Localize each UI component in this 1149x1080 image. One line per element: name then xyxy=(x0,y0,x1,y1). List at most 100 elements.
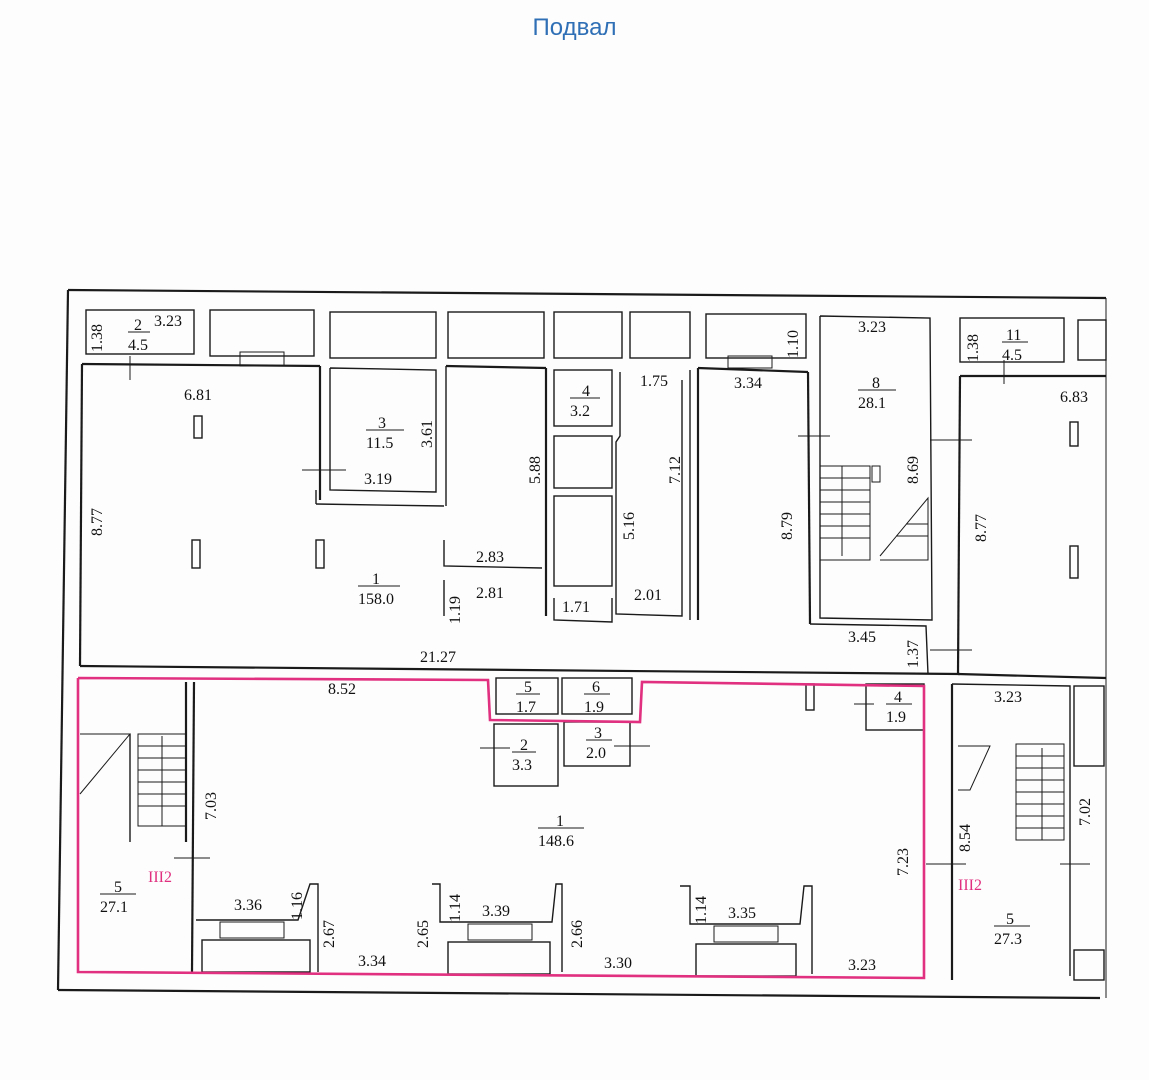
svg-text:3.34: 3.34 xyxy=(358,953,386,970)
svg-text:3.34: 3.34 xyxy=(734,375,762,392)
svg-text:6: 6 xyxy=(592,679,600,696)
svg-text:1.16: 1.16 xyxy=(289,892,306,920)
svg-text:2.83: 2.83 xyxy=(476,549,504,566)
svg-text:11.5: 11.5 xyxy=(366,435,393,452)
room-label: 8 28.1 xyxy=(858,375,896,412)
svg-text:2.01: 2.01 xyxy=(634,587,662,604)
window-wells-top xyxy=(85,309,1107,369)
svg-text:7.03: 7.03 xyxy=(203,792,220,820)
room-label: 3 2.0 xyxy=(586,725,612,762)
svg-text:2: 2 xyxy=(520,737,528,754)
svg-text:2: 2 xyxy=(134,317,142,334)
svg-text:1: 1 xyxy=(372,571,380,588)
svg-text:4: 4 xyxy=(582,383,590,400)
room-label: 2 4.5 xyxy=(128,317,150,354)
svg-text:8.69: 8.69 xyxy=(905,456,922,484)
svg-text:1.38: 1.38 xyxy=(89,324,106,352)
svg-text:8.77: 8.77 xyxy=(89,508,106,536)
svg-text:28.1: 28.1 xyxy=(858,395,886,412)
svg-text:3.23: 3.23 xyxy=(858,319,886,336)
svg-text:4: 4 xyxy=(894,689,902,706)
svg-text:148.6: 148.6 xyxy=(538,833,574,850)
svg-text:1.9: 1.9 xyxy=(886,709,906,726)
svg-text:1.19: 1.19 xyxy=(447,596,464,624)
room-label: 5 1.7 xyxy=(516,679,540,716)
svg-text:1.38: 1.38 xyxy=(965,334,982,362)
svg-text:8.79: 8.79 xyxy=(779,512,796,540)
svg-text:3.23: 3.23 xyxy=(154,313,182,330)
dimension-labels-vertical: 1.38 8.77 3.61 5.88 1.19 5.16 7.12 1.10 … xyxy=(89,324,1094,948)
svg-text:3.19: 3.19 xyxy=(364,471,392,488)
svg-text:2.65: 2.65 xyxy=(415,920,432,948)
svg-text:1.14: 1.14 xyxy=(693,896,710,924)
svg-text:7.12: 7.12 xyxy=(667,456,684,484)
svg-text:3.2: 3.2 xyxy=(570,403,590,420)
svg-text:1.7: 1.7 xyxy=(516,699,536,716)
svg-text:3.61: 3.61 xyxy=(419,420,436,448)
svg-text:3.39: 3.39 xyxy=(482,903,510,920)
room-label: 5 27.3 xyxy=(994,911,1030,948)
svg-text:1.9: 1.9 xyxy=(584,699,604,716)
room-label: 5 27.1 xyxy=(100,879,136,916)
svg-text:1.75: 1.75 xyxy=(640,373,668,390)
plan-title: Подвал xyxy=(532,14,617,41)
svg-text:8.52: 8.52 xyxy=(328,681,356,698)
room-labels: 1 158.0 2 4.5 3 11.5 4 3.2 8 28.1 11 4.5 xyxy=(100,317,1030,948)
svg-text:8: 8 xyxy=(872,375,880,392)
svg-text:6.83: 6.83 xyxy=(1060,389,1088,406)
svg-text:1: 1 xyxy=(556,813,564,830)
svg-text:3: 3 xyxy=(378,415,386,432)
unit-label: III2 xyxy=(958,877,982,894)
svg-text:8.54: 8.54 xyxy=(957,824,974,852)
svg-text:2.0: 2.0 xyxy=(586,745,606,762)
svg-text:1.14: 1.14 xyxy=(447,894,464,922)
svg-text:5: 5 xyxy=(1006,911,1014,928)
svg-text:5: 5 xyxy=(114,879,122,896)
svg-text:27.3: 27.3 xyxy=(994,931,1022,948)
svg-text:3.30: 3.30 xyxy=(604,955,632,972)
svg-text:3.45: 3.45 xyxy=(848,629,876,646)
svg-text:2.81: 2.81 xyxy=(476,585,504,602)
svg-text:3.36: 3.36 xyxy=(234,897,262,914)
svg-text:7.02: 7.02 xyxy=(1077,798,1094,826)
svg-text:21.27: 21.27 xyxy=(420,649,456,666)
svg-text:5.88: 5.88 xyxy=(527,456,544,484)
room-label: 6 1.9 xyxy=(584,679,610,716)
svg-text:1.37: 1.37 xyxy=(905,640,922,668)
room-label: 1 158.0 xyxy=(358,571,400,608)
room-label: 3 11.5 xyxy=(366,415,404,452)
door-marks xyxy=(129,356,1090,865)
north-stair xyxy=(819,465,929,561)
svg-text:5.16: 5.16 xyxy=(621,512,638,540)
dimension-labels: 3.23 6.81 3.19 2.83 2.81 1.71 2.01 1.75 … xyxy=(154,313,1088,974)
svg-text:158.0: 158.0 xyxy=(358,591,394,608)
svg-text:2.67: 2.67 xyxy=(321,920,338,948)
svg-text:4.5: 4.5 xyxy=(128,337,148,354)
svg-text:6.81: 6.81 xyxy=(184,387,212,404)
svg-text:3.35: 3.35 xyxy=(728,905,756,922)
svg-text:8.77: 8.77 xyxy=(973,514,990,542)
svg-text:1.71: 1.71 xyxy=(562,599,590,616)
svg-text:2.66: 2.66 xyxy=(569,920,586,948)
columns xyxy=(191,415,1079,579)
room-label: 2 3.3 xyxy=(512,737,536,774)
svg-text:1.10: 1.10 xyxy=(785,330,802,358)
svg-text:3.23: 3.23 xyxy=(848,957,876,974)
svg-text:5: 5 xyxy=(524,679,532,696)
room-label: 4 1.9 xyxy=(886,689,912,726)
svg-text:4.5: 4.5 xyxy=(1002,347,1022,364)
room-label: 1 148.6 xyxy=(538,813,584,850)
unit-boundary xyxy=(76,676,926,980)
svg-text:3: 3 xyxy=(594,725,602,742)
southwest-stair xyxy=(79,733,187,842)
north-block-walls xyxy=(78,298,1107,998)
svg-text:3.23: 3.23 xyxy=(994,689,1022,706)
room-label: 11 4.5 xyxy=(1002,327,1028,364)
svg-text:3.3: 3.3 xyxy=(512,757,532,774)
svg-text:27.1: 27.1 xyxy=(100,899,128,916)
svg-text:11: 11 xyxy=(1006,327,1021,344)
unit-label: III2 xyxy=(148,869,172,886)
outer-walls xyxy=(56,288,1107,1000)
svg-text:7.23: 7.23 xyxy=(895,848,912,876)
